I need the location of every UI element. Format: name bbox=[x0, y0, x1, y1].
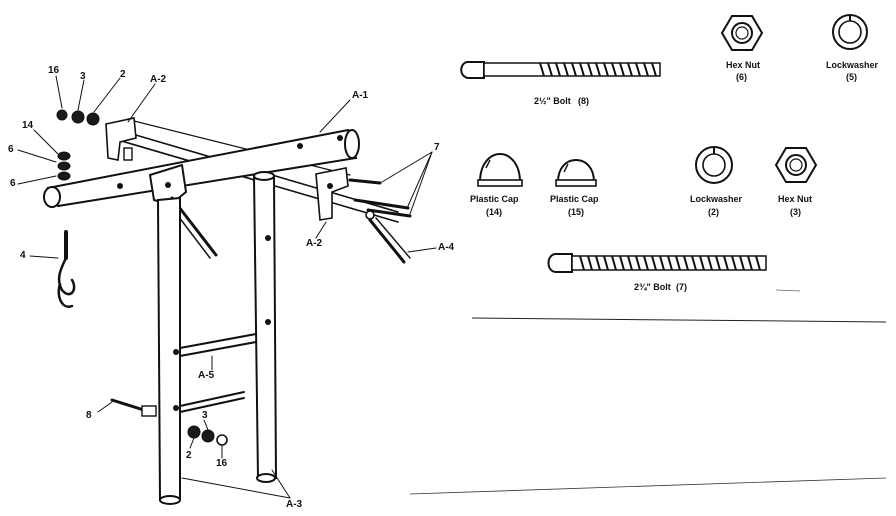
callout-2-bottom: 2 bbox=[186, 450, 192, 461]
left-hardware-stack bbox=[57, 151, 71, 181]
part-lockwasher-5: Lockwasher (5) bbox=[826, 14, 879, 82]
callout-16-top: 16 bbox=[48, 65, 60, 76]
page-rule-lines bbox=[409, 289, 887, 495]
part-plastic-cap-15: Plastic Cap (15) bbox=[550, 158, 599, 217]
callout-a2-top: A-2 bbox=[150, 74, 167, 85]
lockwasher-5-name: Lockwasher bbox=[826, 60, 879, 70]
bracket-a2-mid bbox=[315, 167, 349, 221]
swing-frame-assembly: A-1 A-2 A-2 A-3 A-4 A-5 16 3 2 14 6 6 4 … bbox=[8, 65, 455, 510]
hex-nut-6-name: Hex Nut bbox=[726, 60, 760, 70]
part-hex-nut-3: Hex Nut (3) bbox=[774, 147, 818, 217]
plastic-cap-15-name: Plastic Cap bbox=[550, 194, 599, 204]
brace-a4 bbox=[368, 217, 411, 264]
callout-leaders bbox=[17, 75, 437, 499]
part-bolt-short: 2½" Bolt (8) bbox=[460, 61, 661, 106]
part-hex-nut-6: Hex Nut (6) bbox=[720, 15, 764, 82]
callout-a5: A-5 bbox=[198, 370, 215, 381]
callout-3-bottom: 3 bbox=[202, 410, 208, 421]
callout-4: 4 bbox=[20, 250, 26, 261]
callout-14: 14 bbox=[22, 120, 34, 131]
bracket-a2-top bbox=[105, 117, 137, 161]
callout-8: 8 bbox=[86, 410, 92, 421]
ladder-rungs-a5 bbox=[173, 333, 257, 413]
callout-a3: A-3 bbox=[286, 499, 303, 510]
callout-7: 7 bbox=[434, 142, 440, 153]
callout-3-top: 3 bbox=[80, 71, 86, 82]
hex-nut-6-qty: (6) bbox=[736, 72, 747, 82]
hex-nut-3-name: Hex Nut bbox=[778, 194, 812, 204]
lockwasher-2-qty: (2) bbox=[708, 207, 719, 217]
crossbar-a1 bbox=[43, 128, 360, 208]
callout-a4: A-4 bbox=[438, 242, 455, 253]
leg-left bbox=[156, 196, 181, 505]
top-hardware-cluster bbox=[56, 109, 100, 126]
plastic-cap-15-qty: (15) bbox=[568, 207, 584, 217]
callout-a1: A-1 bbox=[352, 90, 369, 101]
plastic-cap-14-qty: (14) bbox=[486, 207, 502, 217]
callout-2-top: 2 bbox=[120, 69, 126, 80]
hex-nut-3-qty: (3) bbox=[790, 207, 801, 217]
swing-hook-part-4 bbox=[57, 230, 76, 308]
callout-6-a: 6 bbox=[8, 144, 14, 155]
plastic-cap-14-name: Plastic Cap bbox=[470, 194, 519, 204]
lockwasher-5-qty: (5) bbox=[846, 72, 857, 82]
callout-6-b: 6 bbox=[10, 178, 16, 189]
part-plastic-cap-14: Plastic Cap (14) bbox=[470, 152, 523, 217]
bolt-long-name: 2¾" Bolt bbox=[634, 282, 671, 292]
parts-legend: 2½" Bolt (8) Hex Nut (6) Lockwasher (5) … bbox=[460, 14, 879, 292]
bolt-short-qty: (8) bbox=[578, 96, 589, 106]
part-lockwasher-2: Lockwasher (2) bbox=[690, 146, 743, 217]
bolt-short-name: 2½" Bolt bbox=[534, 96, 571, 106]
callout-a2-mid: A-2 bbox=[306, 238, 323, 249]
callout-16-bottom: 16 bbox=[216, 458, 228, 469]
lockwasher-2-name: Lockwasher bbox=[690, 194, 743, 204]
bolt-long-qty: (7) bbox=[676, 282, 687, 292]
leg-right bbox=[252, 171, 278, 483]
bolts-part-7 bbox=[348, 178, 412, 220]
part-bolt-long: 2¾" Bolt (7) bbox=[547, 253, 767, 292]
